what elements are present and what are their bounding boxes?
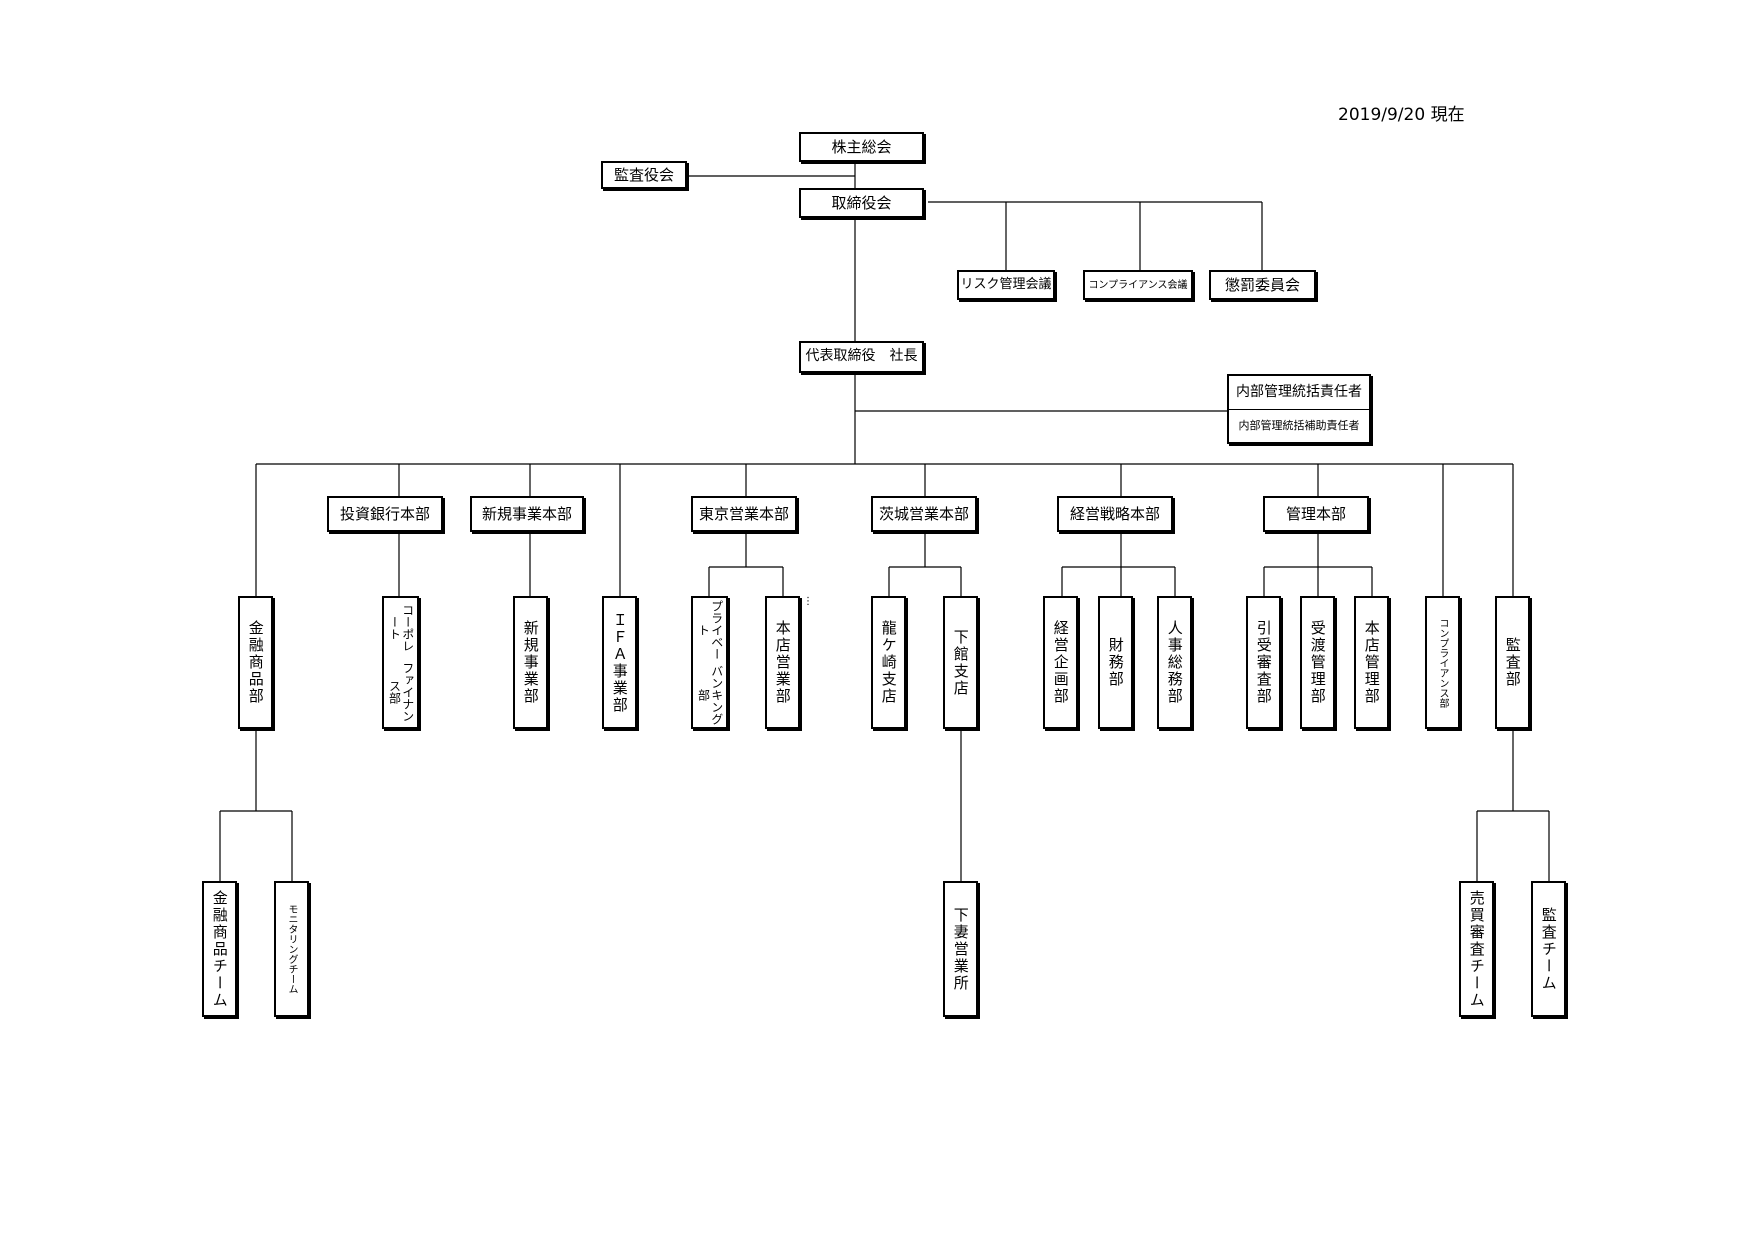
shimodate-branch: 下館支店 bbox=[943, 596, 978, 729]
audit-dept: 監査部 bbox=[1495, 596, 1530, 729]
corporate-finance-dept: コーポレートファイナンス部 bbox=[382, 596, 419, 729]
trade-review-team: 売買審査チーム bbox=[1459, 881, 1494, 1017]
corporate-finance-line-2: ファイナンス部 bbox=[387, 662, 415, 723]
financial-products-dept: 金融商品部 bbox=[238, 596, 273, 729]
administration-hq: 管理本部 bbox=[1263, 496, 1369, 532]
board-of-directors: 取締役会 bbox=[799, 188, 924, 218]
monitoring-team: モニタリングチーム bbox=[274, 881, 309, 1017]
corporate-planning-dept: 経営企画部 bbox=[1043, 596, 1078, 729]
finance-dept: 財務部 bbox=[1098, 596, 1133, 729]
audit-board: 監査役会 bbox=[601, 161, 687, 189]
hr-general-affairs-dept: 人事総務部 bbox=[1157, 596, 1192, 729]
ellipsis-mark: ⋮ bbox=[803, 596, 813, 607]
shimotsuma-sales-office: 下妻営業所 bbox=[943, 881, 978, 1017]
private-banking-line-1: プライベート bbox=[696, 600, 724, 661]
compliance-dept: コンプライアンス部 bbox=[1425, 596, 1460, 729]
settlement-management-dept: 受渡管理部 bbox=[1300, 596, 1335, 729]
underwriting-review-dept: 引受審査部 bbox=[1246, 596, 1281, 729]
corporate-finance-line-1: コーポレート bbox=[387, 603, 415, 652]
internal-management-assistant: 内部管理統括補助責任者 bbox=[1229, 408, 1369, 443]
head-office-management-dept: 本店管理部 bbox=[1354, 596, 1389, 729]
private-banking-line-2: バンキング部 bbox=[696, 664, 724, 725]
ryugasaki-branch: 龍ケ崎支店 bbox=[871, 596, 906, 729]
risk-management-meeting: リスク管理会議 bbox=[957, 270, 1055, 300]
ibaraki-sales-hq: 茨城営業本部 bbox=[871, 496, 977, 532]
internal-management-box: 内部管理統括責任者 内部管理統括補助責任者 bbox=[1227, 374, 1371, 444]
strategy-hq: 経営戦略本部 bbox=[1057, 496, 1173, 532]
compliance-meeting: コンプライアンス会議 bbox=[1083, 270, 1193, 300]
investment-banking-hq: 投資銀行本部 bbox=[327, 496, 443, 532]
tokyo-sales-hq: 東京営業本部 bbox=[691, 496, 797, 532]
head-office-sales-dept: 本店営業部 bbox=[765, 596, 800, 729]
disciplinary-committee: 懲罰委員会 bbox=[1209, 270, 1316, 300]
new-business-dept: 新規事業部 bbox=[513, 596, 548, 729]
as-of-date: 2019/9/20 現在 bbox=[1338, 105, 1465, 125]
president: 代表取締役 社長 bbox=[799, 341, 924, 373]
shareholders-meeting: 株主総会 bbox=[799, 132, 924, 162]
internal-management-officer: 内部管理統括責任者 bbox=[1236, 383, 1362, 400]
audit-team: 監査チーム bbox=[1531, 881, 1566, 1017]
new-business-hq: 新規事業本部 bbox=[470, 496, 584, 532]
private-banking-dept: プライベートバンキング部 bbox=[691, 596, 728, 729]
ifa-dept: ＩＦＡ事業部 bbox=[602, 596, 637, 729]
financial-products-team: 金融商品チーム bbox=[202, 881, 237, 1017]
